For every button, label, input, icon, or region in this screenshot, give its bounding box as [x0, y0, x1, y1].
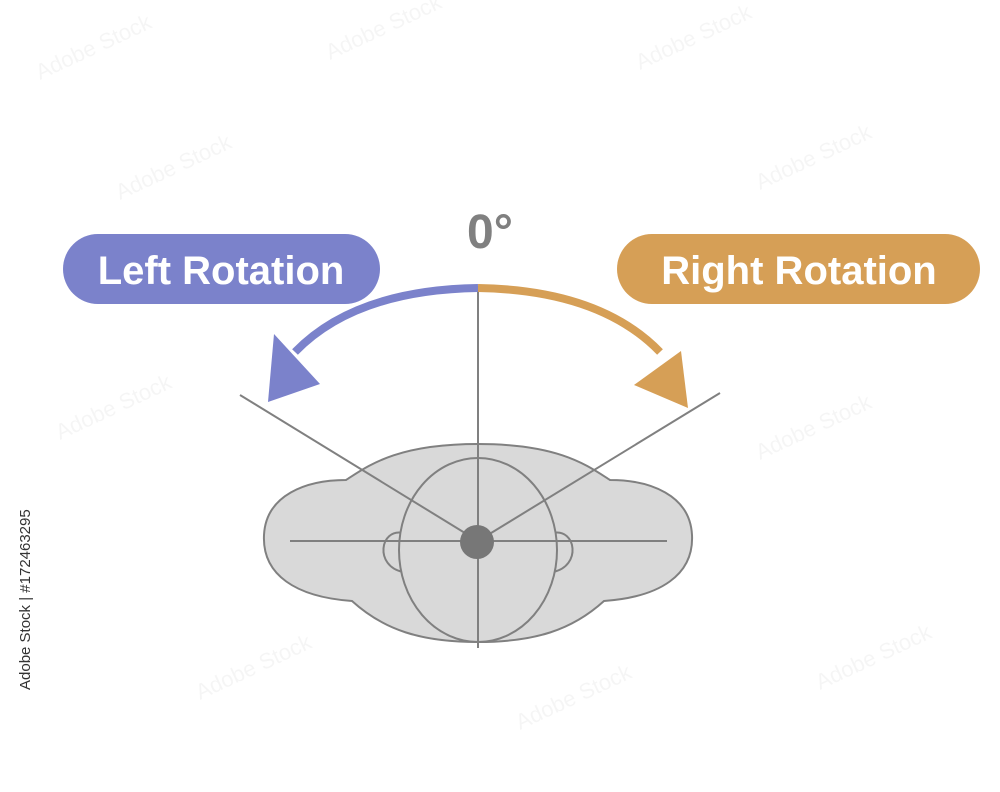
- svg-text:Adobe Stock: Adobe Stock: [112, 129, 237, 205]
- right-rotation-pill: [617, 234, 980, 304]
- left-rotation-text: Left Rotation: [98, 249, 345, 293]
- right-rotation-text: Right Rotation: [661, 249, 937, 293]
- left-rotation-label: Left Rotation: [63, 234, 380, 304]
- stock-id-text: Adobe Stock | #172463295: [17, 509, 34, 690]
- right-rotation-arrow: [477, 284, 688, 408]
- rotation-center-dot: [460, 525, 494, 559]
- svg-text:Adobe Stock: Adobe Stock: [812, 619, 937, 695]
- svg-text:Adobe Stock: Adobe Stock: [192, 629, 317, 705]
- left-limit-line: [239, 394, 479, 542]
- right-rotation-label: Right Rotation: [617, 234, 980, 304]
- svg-text:Adobe Stock: Adobe Stock: [752, 119, 877, 195]
- left-rotation-pill: [63, 234, 380, 304]
- svg-text:Adobe Stock: Adobe Stock: [512, 659, 637, 735]
- svg-text:Adobe Stock: Adobe Stock: [752, 389, 877, 465]
- svg-text:Adobe Stock: Adobe Stock: [32, 9, 157, 85]
- svg-text:Adobe Stock: Adobe Stock: [52, 369, 177, 445]
- zero-degree-label: 0°: [467, 206, 513, 259]
- axis-lines: [239, 286, 721, 648]
- svg-text:Adobe Stock: Adobe Stock: [322, 0, 447, 65]
- left-rotation-arrow: [268, 284, 479, 402]
- svg-text:Adobe Stock: Adobe Stock: [632, 0, 757, 75]
- right-limit-line: [477, 392, 721, 542]
